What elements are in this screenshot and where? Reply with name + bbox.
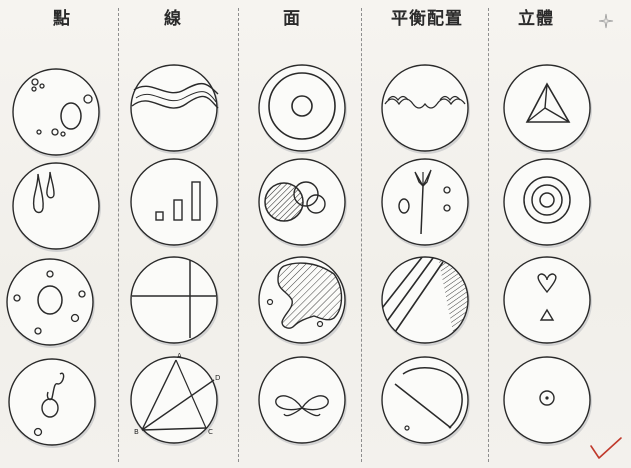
disc-plane-concentric-ring [254, 60, 350, 156]
checkmark-icon [589, 436, 623, 462]
column-title-plane: 面 [252, 6, 332, 32]
disc-balance-diagonals [377, 252, 473, 348]
column-divider [238, 8, 239, 462]
point-label-b: B [134, 428, 139, 436]
column-title-balance: 平衡配置 [372, 6, 482, 32]
disc-line-cross [126, 252, 222, 348]
disc-balance-flower [377, 154, 473, 250]
disc-balance-arc-line [377, 352, 473, 448]
disc-solid-dot [499, 352, 595, 448]
disc-solid-target [499, 154, 595, 250]
disc-plane-overlapping-circles [254, 154, 350, 250]
disc-point-drops [8, 158, 104, 254]
disc-solid-heart-triangle [499, 252, 595, 348]
disc-line-bars [126, 154, 222, 250]
disc-line-angle-diagram: A B C D [126, 352, 222, 448]
disc-solid-pyramid [499, 60, 595, 156]
point-label-c: C [208, 428, 213, 436]
disc-plane-irregular-shape [254, 252, 350, 348]
point-label-d: D [215, 374, 220, 382]
disc-balance-arcs [377, 60, 473, 156]
column-title-line: 線 [133, 6, 213, 32]
sparkle-icon [597, 12, 615, 30]
disc-point-ring-of-dots [2, 254, 98, 350]
column-divider [361, 8, 362, 462]
disc-point-note [4, 354, 100, 450]
column-divider [488, 8, 489, 462]
column-divider [118, 8, 119, 462]
disc-plane-butterfly [254, 352, 350, 448]
column-title-solid: 立體 [496, 6, 576, 32]
point-label-a: A [177, 352, 182, 360]
disc-line-waves [126, 60, 222, 156]
disc-point-scattered-dots [8, 64, 104, 160]
column-title-point: 點 [22, 6, 102, 32]
